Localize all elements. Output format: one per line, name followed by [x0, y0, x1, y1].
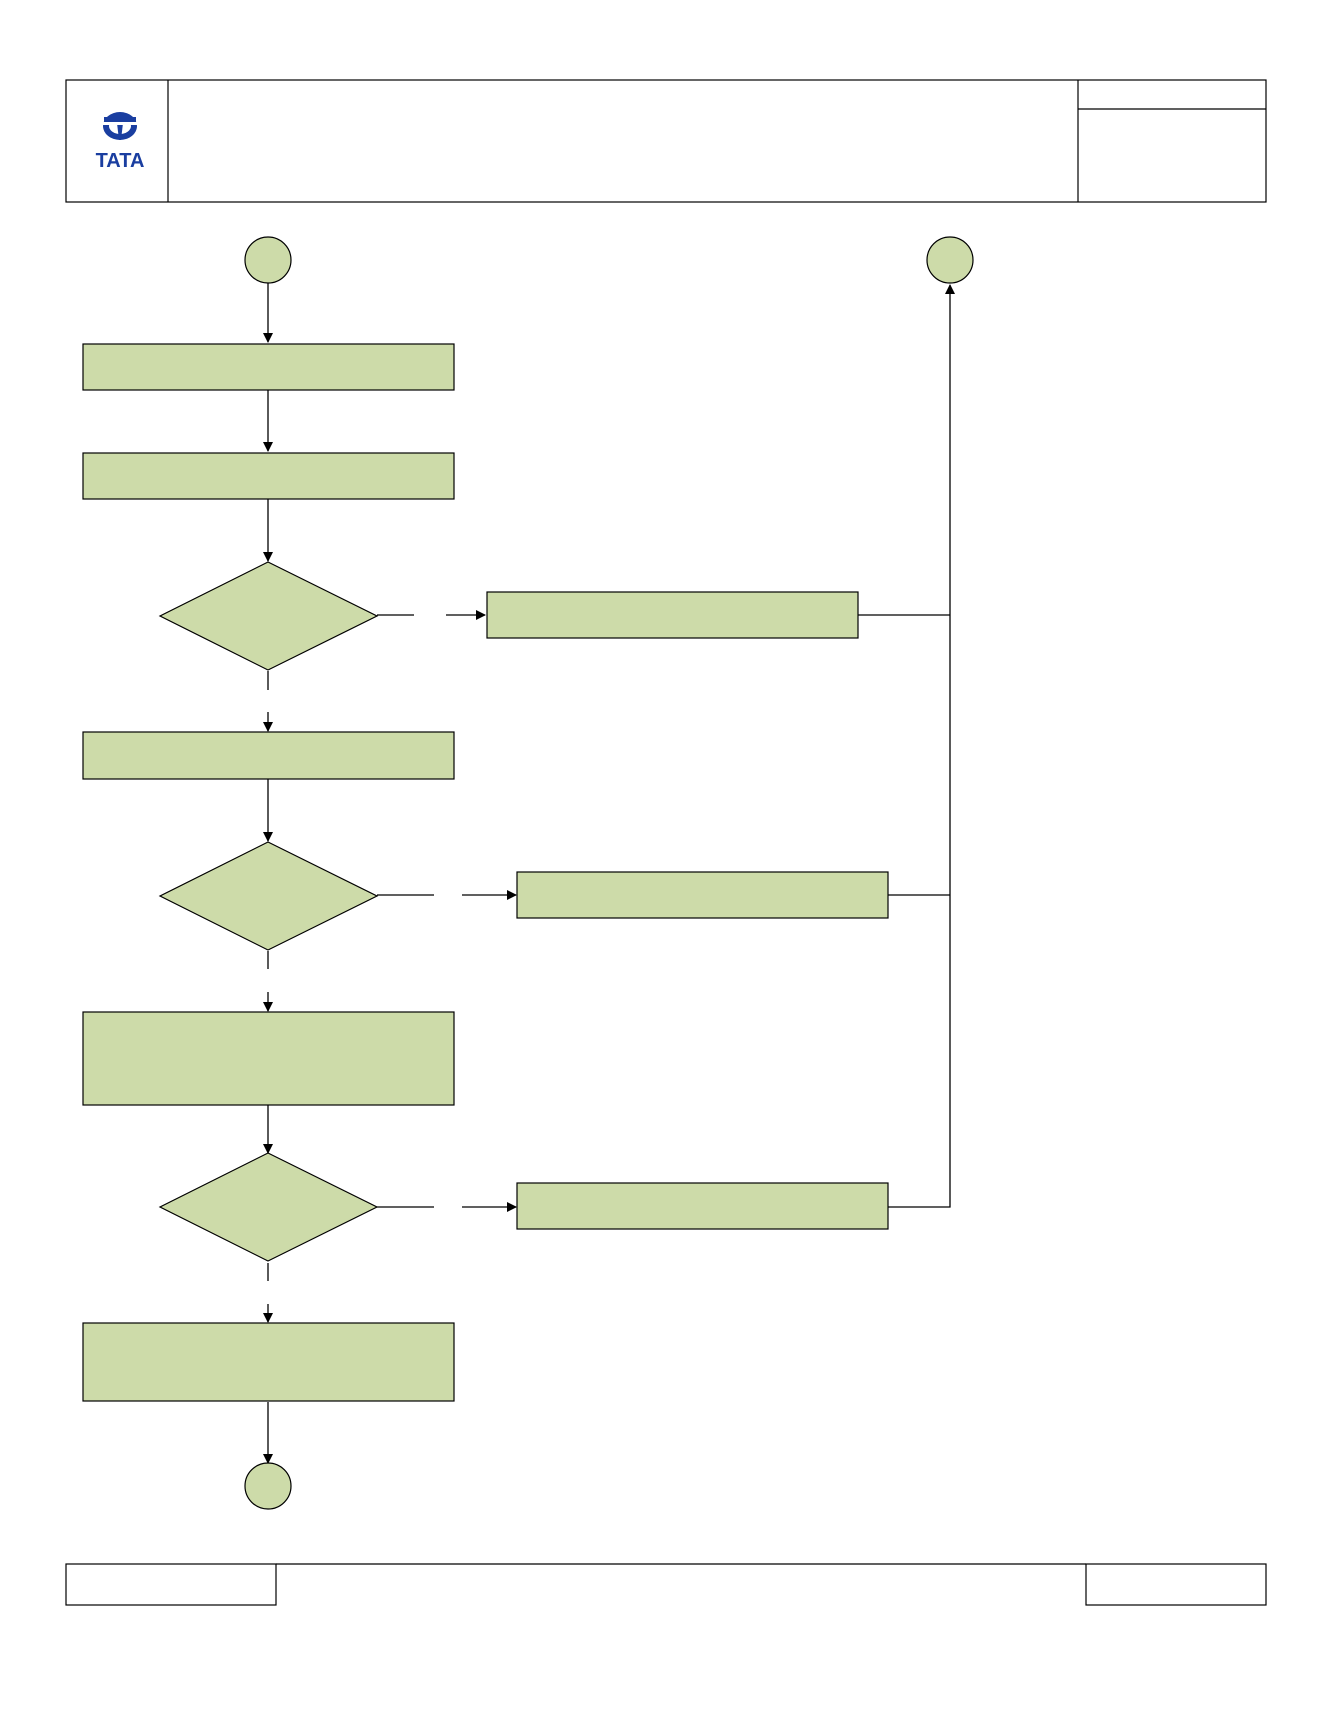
footer-right-box — [1085, 1563, 1267, 1606]
flow-nodes — [82, 236, 974, 1510]
node-action-2 — [516, 871, 889, 919]
node-decision-3 — [158, 1152, 379, 1262]
edge-return-trunk — [888, 284, 955, 1208]
node-step-1 — [82, 343, 455, 391]
node-end-bottom — [244, 1462, 292, 1510]
tata-logo: TATA — [96, 112, 145, 172]
node-decision-2 — [158, 841, 379, 951]
flow-connectors — [263, 283, 955, 1464]
tata-emblem-icon — [103, 112, 137, 140]
logo-text: TATA — [96, 150, 145, 172]
node-step-4 — [82, 1011, 455, 1106]
node-action-3 — [516, 1182, 889, 1230]
header-frame — [65, 79, 1267, 203]
node-step-3 — [82, 731, 455, 780]
node-start — [244, 236, 292, 284]
node-decision-1 — [158, 561, 379, 671]
footer-left-box — [65, 1563, 277, 1606]
node-step-5 — [82, 1322, 455, 1402]
header-border — [65, 79, 1267, 203]
node-action-1 — [486, 591, 859, 639]
node-end-top — [926, 236, 974, 284]
node-step-2 — [82, 452, 455, 500]
footer-frame — [65, 1563, 1267, 1606]
